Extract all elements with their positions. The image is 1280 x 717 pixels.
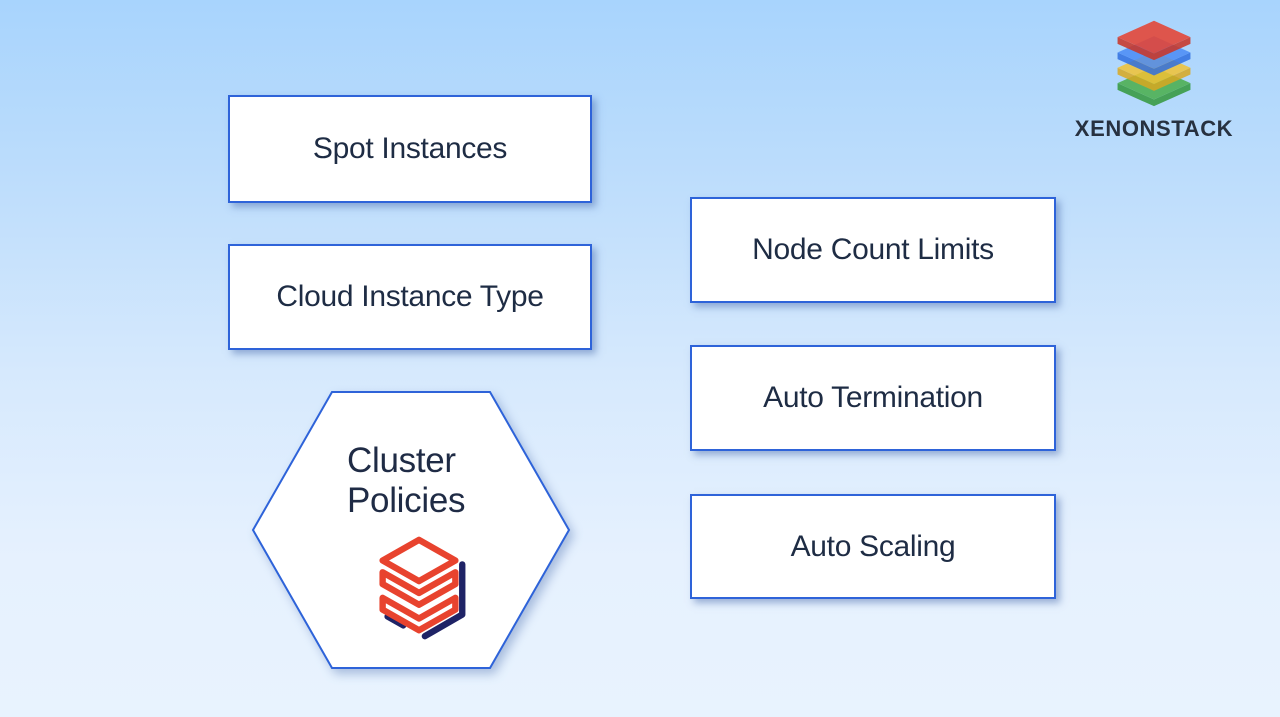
node-label: Auto Termination [763,381,983,414]
xenonstack-logo: XENONSTACK [1072,16,1236,142]
hexagon-outline [251,391,571,669]
node-auto-termination: Auto Termination [690,345,1056,451]
node-label: Cloud Instance Type [276,280,544,313]
hexagon-title-line2: Policies [347,481,466,520]
layered-diamonds-icon [1117,20,1191,107]
node-cloud-instance-type: Cloud Instance Type [228,244,592,350]
hexagon-cluster-policies: Cluster Policies [250,389,572,671]
hexagon-title-line1: Cluster [347,441,456,480]
brand-name: XENONSTACK [1074,116,1234,141]
node-label: Auto Scaling [790,529,956,563]
node-spot-instances: Spot Instances [228,95,592,203]
node-auto-scaling: Auto Scaling [690,494,1056,599]
node-label: Spot Instances [312,132,508,165]
node-node-count-limits: Node Count Limits [690,197,1056,303]
hexagon-title: Cluster Policies [347,441,466,521]
databricks-stack-icon [379,536,466,640]
node-label: Node Count Limits [752,233,994,266]
